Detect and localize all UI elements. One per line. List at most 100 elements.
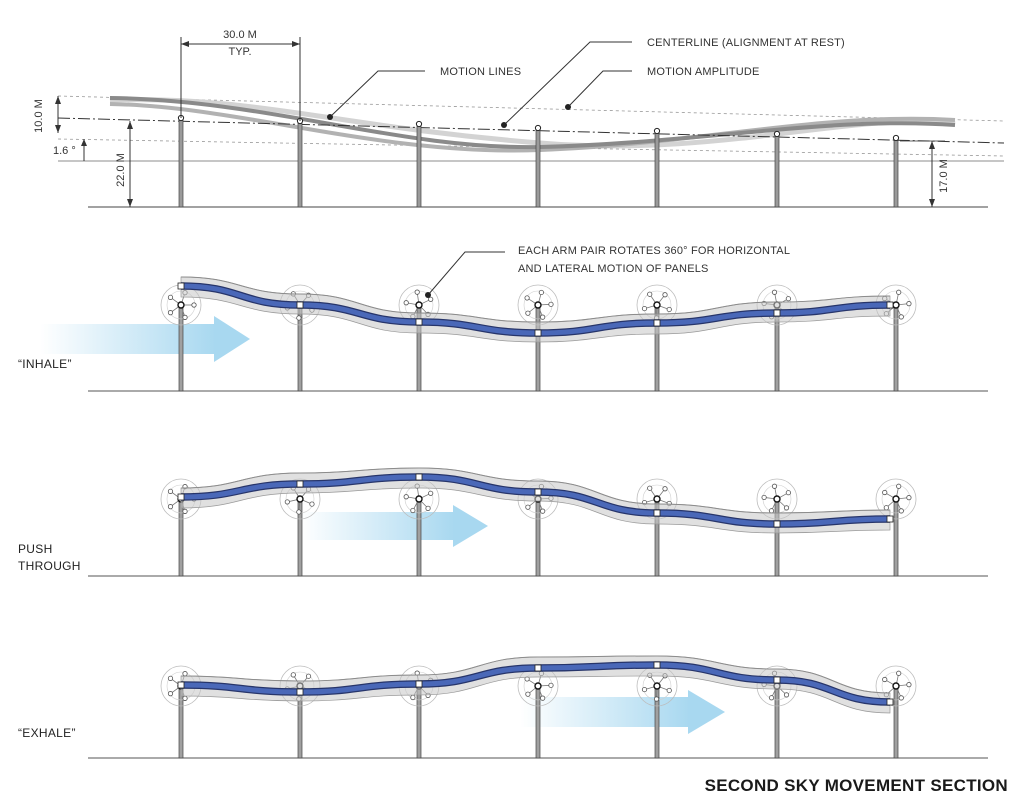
panel-joint — [296, 301, 304, 309]
inhale-label: “INHALE” — [18, 357, 72, 371]
panel-joint — [886, 301, 894, 309]
arm-joint — [524, 295, 530, 301]
mast — [535, 127, 541, 208]
offset-dim-arrow — [81, 139, 87, 146]
mast — [297, 120, 303, 208]
panel-joint — [653, 509, 661, 517]
mast — [893, 683, 899, 759]
arm-joint — [896, 670, 902, 676]
mast-hub — [653, 495, 661, 503]
exhale-label: “EXHALE” — [18, 726, 76, 740]
arm-joint — [785, 490, 791, 496]
mast-hub — [415, 301, 423, 309]
panel-joint — [415, 473, 423, 481]
diagram-title: SECOND SKY MOVEMENT SECTION — [705, 776, 1008, 795]
arm-joint — [290, 672, 296, 678]
amplitude-leader-dot — [565, 104, 571, 110]
panel-joint — [886, 515, 894, 523]
panel-joint — [177, 282, 185, 290]
mast — [178, 117, 184, 208]
arm-joint — [906, 301, 912, 307]
arm-joint — [167, 294, 174, 300]
mast — [893, 137, 899, 208]
panel-joint — [773, 520, 781, 528]
panel-joint — [177, 681, 185, 689]
mast — [774, 133, 780, 208]
arm-note-leader-dot — [425, 292, 431, 298]
arm-joint — [666, 306, 672, 313]
panel-joint — [415, 318, 423, 326]
mast — [535, 496, 541, 577]
offset-dimension-label: 1.6 ° — [53, 145, 76, 157]
arm-joint — [414, 289, 420, 295]
arm-joint — [305, 673, 312, 679]
span-dim-arrow-left — [181, 41, 189, 47]
mast — [774, 496, 780, 577]
height-left-arrow-bottom — [127, 199, 133, 207]
arm-note-line1: EACH ARM PAIR ROTATES 360° FOR HORIZONTA… — [518, 245, 790, 257]
arm-note-line2: AND LATERAL MOTION OF PANELS — [518, 263, 709, 275]
panel-joint — [773, 676, 781, 684]
inhale-wind-arrow-head — [214, 316, 250, 362]
panel-joint — [534, 664, 542, 672]
arm-joint — [525, 504, 531, 510]
arm-joint — [525, 691, 531, 697]
motion-lines-leader — [329, 70, 425, 118]
arm-joint — [783, 505, 790, 511]
panel-joint — [534, 488, 542, 496]
motion-lines-leader-dot — [327, 114, 333, 120]
mast — [654, 130, 660, 208]
mast — [416, 123, 422, 208]
arm-joint — [182, 508, 188, 514]
mast-top-joint — [415, 120, 423, 128]
envelope-top-edge — [180, 655, 891, 694]
arm-joint — [167, 488, 174, 494]
arm-joint — [410, 694, 416, 701]
inhale-structure — [160, 276, 917, 392]
arm-joint — [783, 692, 790, 698]
arm-rotation-ring — [875, 478, 917, 520]
arm-joint — [882, 676, 888, 683]
span-dim-arrow-right — [292, 41, 300, 47]
push-wind-arrow-head — [453, 505, 488, 547]
mast — [893, 496, 899, 577]
arm-joint — [182, 695, 188, 701]
arm-joint — [768, 508, 775, 514]
arm-joint — [548, 301, 554, 307]
centerline — [57, 117, 1005, 144]
span-dimension-label: 30.0 M — [223, 29, 257, 41]
arm-joint — [641, 686, 648, 693]
arm-note-leader — [427, 251, 505, 296]
panel-joint — [653, 319, 661, 327]
arm-joint — [425, 505, 431, 511]
amp-dim-arrow-top — [55, 96, 61, 104]
mast — [893, 302, 899, 392]
amp-dim-arrow-bottom — [55, 125, 61, 133]
mast — [535, 302, 541, 392]
arm-joint — [666, 687, 672, 694]
push-label-line2: THROUGH — [18, 559, 81, 573]
arm-joint — [898, 508, 904, 514]
arm-joint — [653, 696, 660, 702]
inhale-section: “INHALE” EACH ARM PAIR ROTATES 360° FOR … — [18, 245, 988, 392]
arm-joint — [896, 483, 902, 489]
mast-hub — [296, 495, 304, 503]
arm-joint — [540, 695, 546, 701]
mast-hub — [653, 682, 661, 690]
exhale-wind-arrow-body — [520, 697, 690, 727]
mast-top-joint — [892, 134, 900, 142]
height-right-label: 17.0 M — [938, 159, 950, 193]
arm-joint — [428, 490, 434, 496]
arm-joint — [538, 289, 544, 296]
centerline-leader — [503, 41, 632, 126]
push-wind-arrow-body — [300, 512, 455, 540]
mast-top-joint — [534, 124, 542, 132]
panel-joint — [296, 688, 304, 696]
arm-joint — [167, 675, 174, 681]
centerline-leader-dot — [501, 122, 507, 128]
arm-joint — [785, 296, 791, 302]
envelope-top-edge — [180, 467, 891, 514]
mast-hub — [177, 301, 185, 309]
arm-joint — [167, 691, 174, 697]
